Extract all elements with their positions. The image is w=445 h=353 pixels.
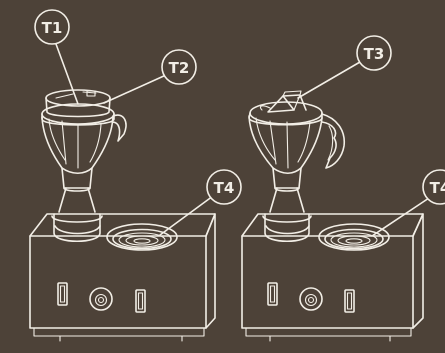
left-jar — [41, 89, 127, 242]
leader-t4-left — [159, 195, 214, 236]
callout-t3: T3 — [356, 35, 392, 71]
left-base — [29, 213, 216, 342]
right-indicator-slot — [344, 289, 355, 313]
callout-t4-right-label: T4 — [430, 179, 445, 197]
left-indicator-slot — [135, 289, 146, 313]
callout-t2-label: T2 — [169, 59, 190, 77]
right-knob — [299, 287, 323, 311]
leader-t4-right — [371, 195, 433, 237]
callout-t2: T2 — [161, 49, 197, 85]
callout-t4-left-label: T4 — [214, 179, 235, 197]
callout-t3-label: T3 — [364, 45, 385, 63]
leader-lines — [55, 43, 433, 237]
callout-t1: T1 — [34, 9, 70, 45]
callout-t4-left: T4 — [206, 169, 242, 205]
leader-t1 — [55, 43, 79, 105]
left-socket — [106, 223, 178, 251]
left-knob — [89, 287, 113, 311]
leader-t2 — [103, 74, 167, 104]
callout-t1-label: T1 — [42, 19, 63, 37]
callout-t4-right: T4 — [422, 169, 445, 205]
right-switch-slot — [267, 282, 278, 306]
right-appliance — [241, 90, 424, 342]
leader-t3 — [297, 61, 361, 99]
right-jar — [248, 90, 346, 242]
left-switch-slot — [57, 282, 68, 306]
left-appliance — [29, 89, 216, 342]
right-socket — [318, 223, 390, 251]
